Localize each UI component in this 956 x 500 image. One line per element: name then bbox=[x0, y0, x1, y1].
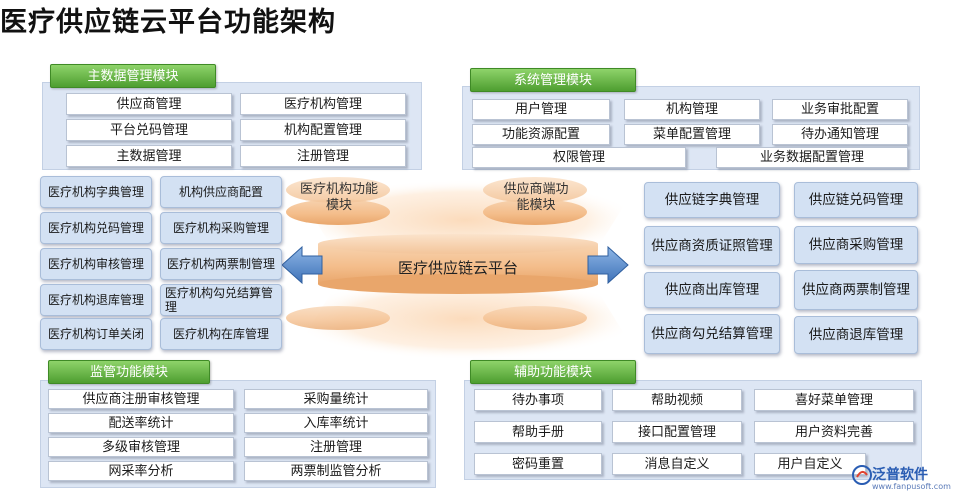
hospital-module-cylinder bbox=[286, 199, 390, 225]
hospital-function-box: 医疗机构在库管理 bbox=[160, 318, 282, 350]
master-data-item: 平台兑码管理 bbox=[66, 119, 232, 141]
master-data-item: 注册管理 bbox=[240, 145, 406, 167]
system-item: 机构管理 bbox=[624, 99, 760, 120]
supervision-item: 两票制监管分析 bbox=[244, 461, 428, 481]
supervision-item: 网采率分析 bbox=[48, 461, 234, 481]
auxiliary-item: 待办事项 bbox=[474, 389, 602, 411]
right-arrow-icon bbox=[587, 245, 629, 285]
logo-url: www.fanpusoft.com bbox=[872, 482, 951, 491]
master-data-item: 机构配置管理 bbox=[240, 119, 406, 141]
hospital-function-box: 医疗机构订单关闭 bbox=[40, 318, 152, 350]
system-tag: 系统管理模块 bbox=[470, 68, 636, 92]
supplier-function-box: 供应链兑码管理 bbox=[794, 182, 918, 218]
supplier-function-box: 供应商资质证照管理 bbox=[644, 226, 780, 266]
auxiliary-item: 密码重置 bbox=[474, 453, 602, 475]
supplier-function-box: 供应商勾兑结算管理 bbox=[644, 314, 780, 354]
supplier-module-label: 供应商端功能模块 bbox=[503, 182, 569, 213]
auxiliary-item: 帮助手册 bbox=[474, 421, 602, 443]
supplier-function-box: 供应链字典管理 bbox=[644, 182, 780, 218]
auxiliary-item: 接口配置管理 bbox=[612, 421, 742, 443]
master-data-item: 供应商管理 bbox=[66, 93, 232, 115]
master-data-item: 医疗机构管理 bbox=[240, 93, 406, 115]
logo-name: 泛普软件 bbox=[872, 467, 928, 483]
supervision-tag: 监管功能模块 bbox=[48, 360, 210, 384]
auxiliary-item: 帮助视频 bbox=[612, 389, 742, 411]
system-item: 功能资源配置 bbox=[472, 124, 610, 145]
hospital-function-box: 医疗机构采购管理 bbox=[160, 212, 282, 244]
supervision-item: 入库率统计 bbox=[244, 413, 428, 433]
supplier-function-box: 供应商出库管理 bbox=[644, 272, 780, 308]
system-item: 菜单配置管理 bbox=[624, 124, 760, 145]
lower-right-cylinder bbox=[483, 306, 587, 330]
system-item: 业务数据配置管理 bbox=[716, 147, 908, 168]
glow-beam-bottom bbox=[290, 278, 640, 360]
auxiliary-item: 用户自定义 bbox=[754, 453, 866, 475]
page-title: 医疗供应链云平台功能架构 bbox=[0, 7, 336, 38]
supervision-item: 配送率统计 bbox=[48, 413, 234, 433]
supplier-function-box: 供应商退库管理 bbox=[794, 316, 918, 354]
supplier-function-box: 供应商采购管理 bbox=[794, 226, 918, 264]
hospital-function-box: 医疗机构退库管理 bbox=[40, 284, 152, 316]
supervision-item: 供应商注册审核管理 bbox=[48, 389, 234, 409]
hospital-function-box: 医疗机构审核管理 bbox=[40, 248, 152, 280]
hospital-function-box: 医疗机构勾兑结算管理 bbox=[160, 284, 282, 316]
master-data-tag: 主数据管理模块 bbox=[50, 64, 216, 88]
fanpu-logo-icon bbox=[852, 465, 872, 485]
hospital-function-box: 医疗机构兑码管理 bbox=[40, 212, 152, 244]
auxiliary-item: 消息自定义 bbox=[612, 453, 742, 475]
supplier-module-cylinder bbox=[483, 199, 587, 225]
left-arrow-icon bbox=[281, 245, 323, 285]
hub-label: 医疗供应链云平台 bbox=[397, 259, 518, 277]
supplier-function-box: 供应商两票制管理 bbox=[794, 270, 918, 310]
hospital-module-label: 医疗机构功能模块 bbox=[300, 182, 379, 213]
supervision-item: 采购量统计 bbox=[244, 389, 428, 409]
hospital-function-box: 医疗机构字典管理 bbox=[40, 176, 152, 208]
lower-left-cylinder bbox=[286, 306, 390, 330]
auxiliary-item: 用户资料完善 bbox=[754, 421, 914, 443]
master-data-item: 主数据管理 bbox=[66, 145, 232, 167]
supervision-item: 注册管理 bbox=[244, 437, 428, 457]
system-item: 权限管理 bbox=[472, 147, 686, 168]
system-item: 业务审批配置 bbox=[772, 99, 908, 120]
hospital-function-box: 医疗机构两票制管理 bbox=[160, 248, 282, 280]
auxiliary-tag: 辅助功能模块 bbox=[470, 360, 636, 384]
auxiliary-item: 喜好菜单管理 bbox=[754, 389, 914, 411]
system-item: 待办通知管理 bbox=[772, 124, 908, 145]
hospital-function-box: 机构供应商配置 bbox=[160, 176, 282, 208]
supervision-item: 多级审核管理 bbox=[48, 437, 234, 457]
system-item: 用户管理 bbox=[472, 99, 610, 120]
